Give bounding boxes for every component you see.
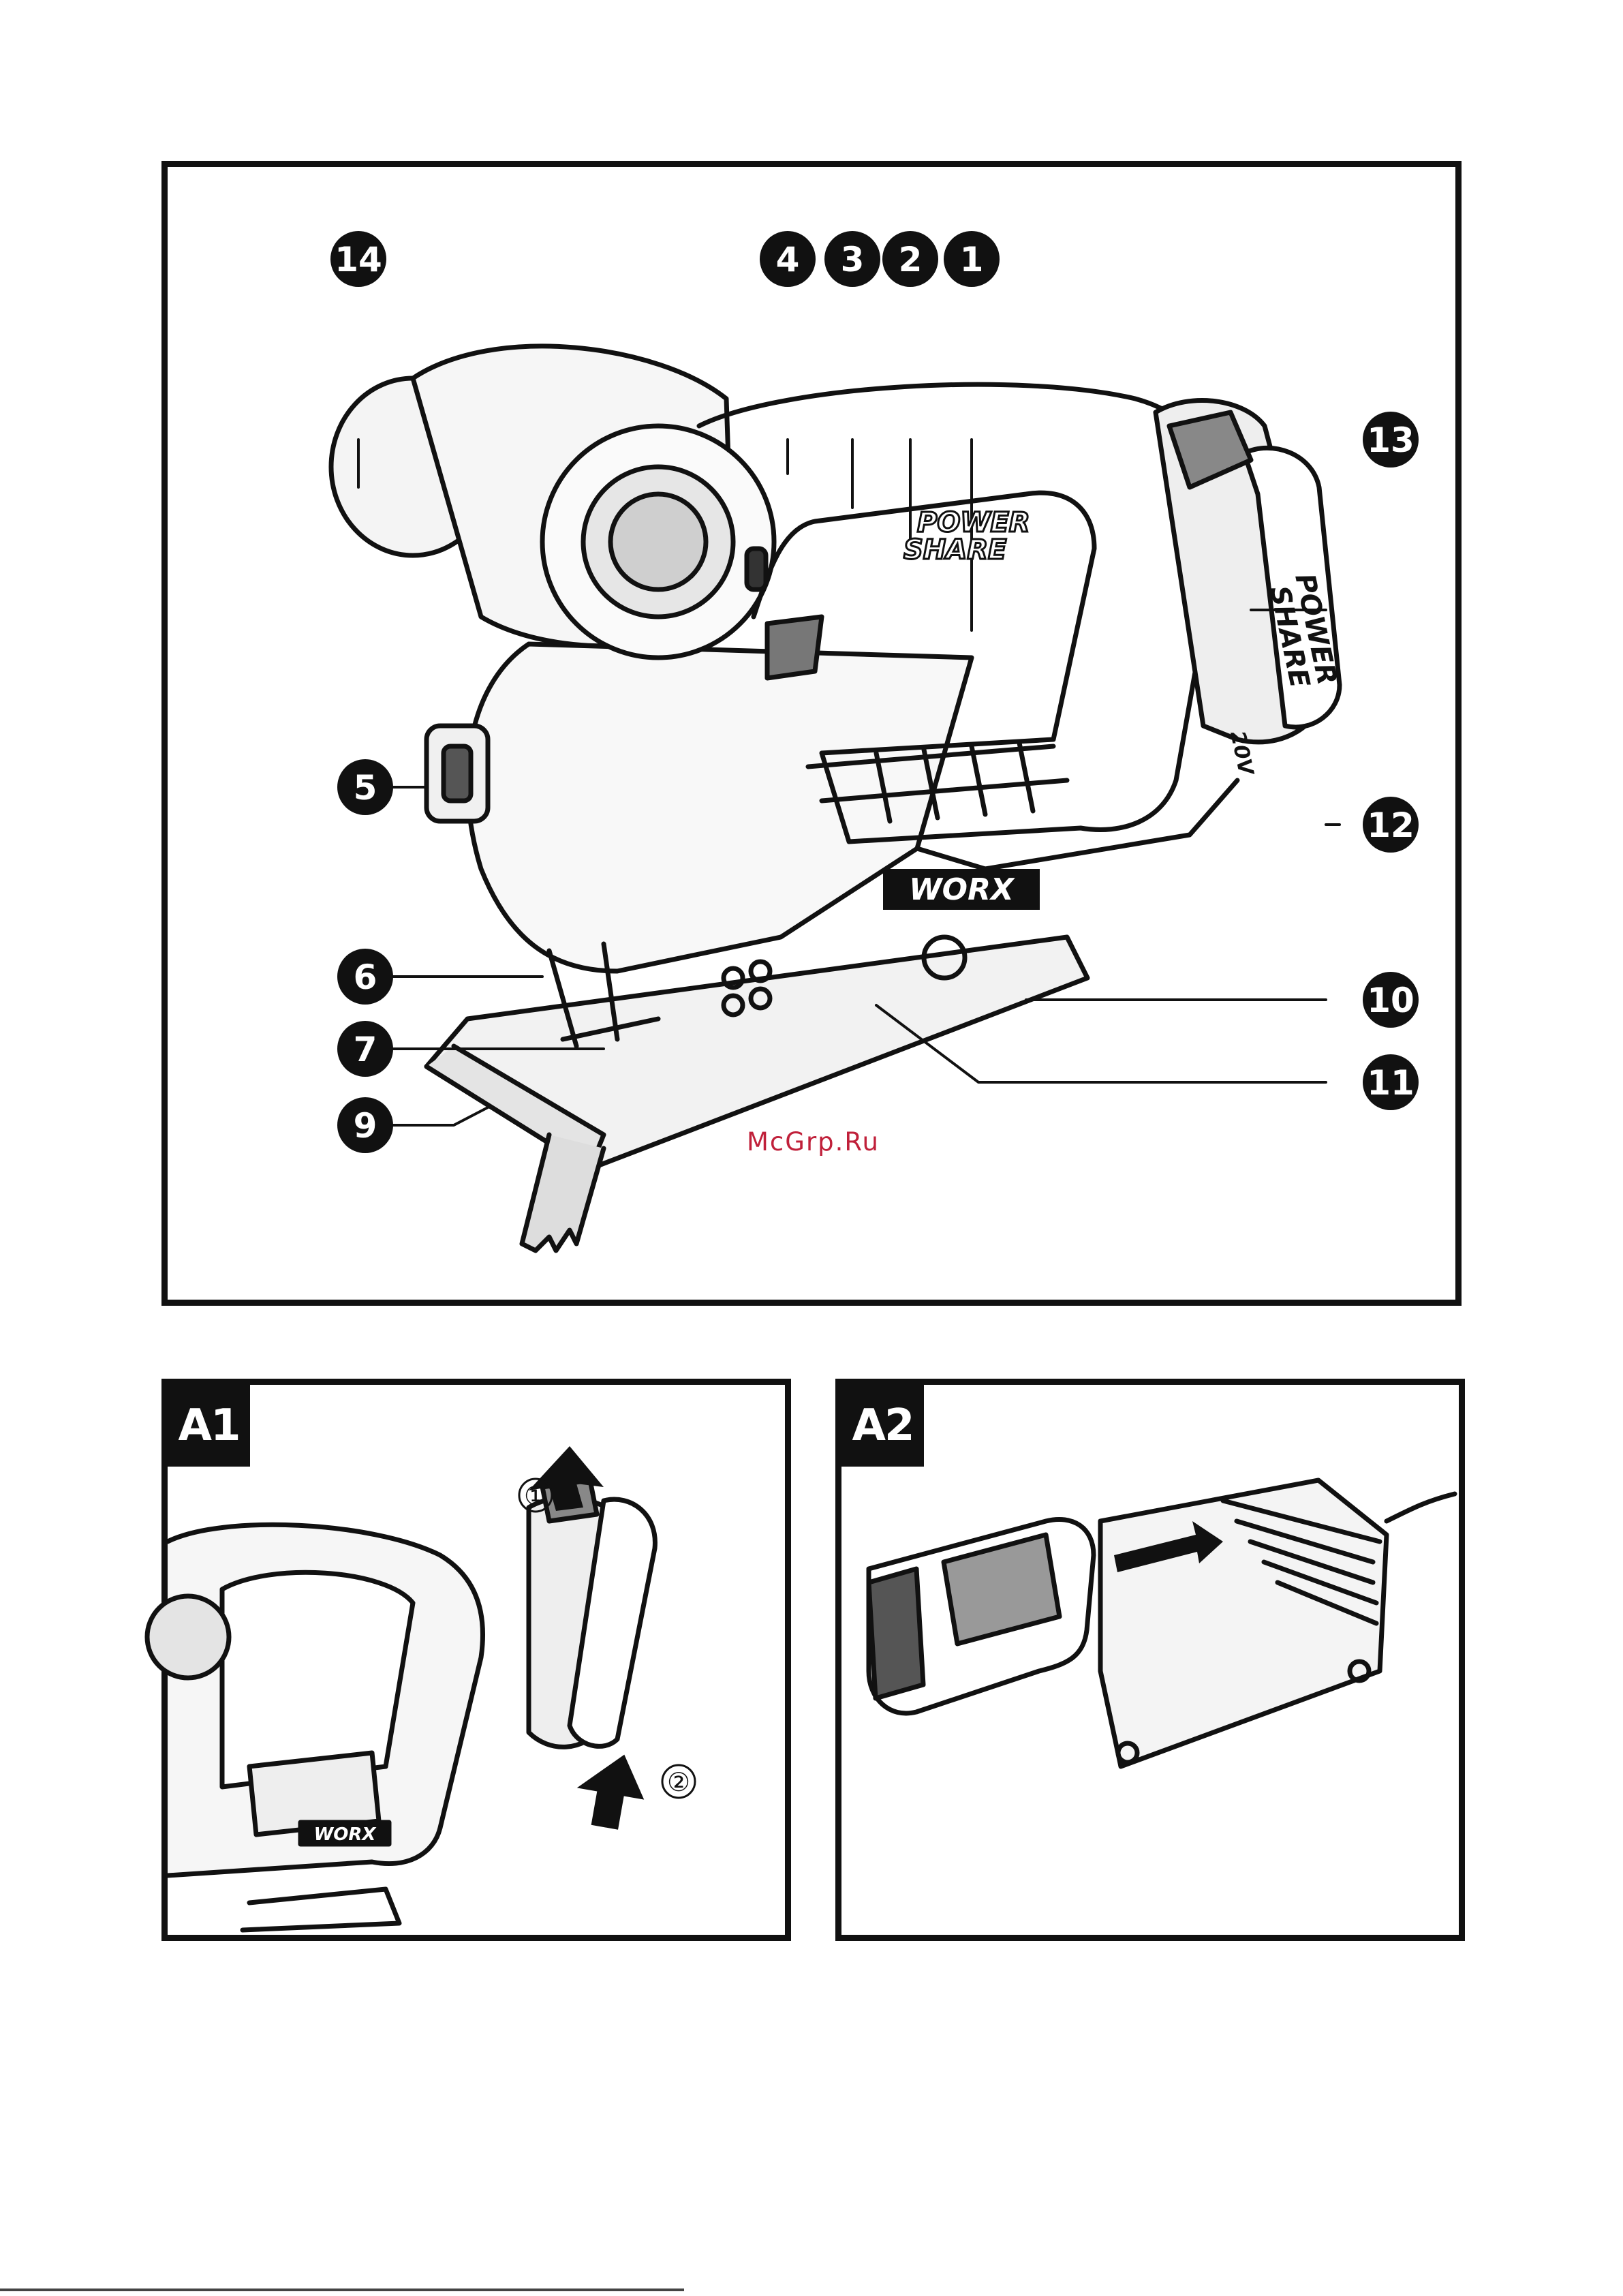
callout-11: 10 — [1363, 972, 1419, 1028]
svg-text:14: 14 — [335, 240, 382, 279]
callout-6: 5 — [337, 759, 393, 815]
saw-blade — [522, 1135, 604, 1251]
svg-text:13: 13 — [1367, 420, 1415, 460]
motor-housing — [467, 644, 972, 971]
callout-12: 11 — [1363, 1054, 1419, 1110]
callout-9: 7 — [337, 1021, 393, 1077]
watermark: McGrp.Ru — [747, 1127, 880, 1157]
svg-text:①: ① — [524, 1481, 547, 1511]
svg-text:7: 7 — [354, 1030, 377, 1069]
callout-10: 9 — [337, 1097, 393, 1153]
callout-1: 1 — [944, 231, 1000, 287]
svg-text:1: 1 — [960, 240, 984, 279]
svg-text:②: ② — [667, 1767, 690, 1797]
svg-text:10: 10 — [1367, 981, 1415, 1020]
svg-text:5: 5 — [354, 768, 377, 808]
svg-text:11: 11 — [1367, 1063, 1415, 1103]
svg-text:12: 12 — [1367, 806, 1415, 845]
figure-a2-panel: A2 — [835, 1379, 1465, 1941]
svg-text:SHARE: SHARE — [903, 534, 1006, 566]
callout-7: 6 — [337, 949, 393, 1005]
battery-removal-illustration: ① ② WORX — [168, 1385, 785, 1935]
battery-charging-illustration — [841, 1385, 1459, 1935]
svg-text:2: 2 — [899, 240, 923, 279]
svg-text:3: 3 — [841, 240, 865, 279]
callout-3: 3 — [824, 231, 880, 287]
callout-13: 12 — [1363, 797, 1419, 853]
callout-4: 4 — [760, 231, 816, 287]
svg-text:4: 4 — [776, 240, 800, 279]
svg-text:9: 9 — [354, 1106, 377, 1146]
callout-2: 2 — [882, 231, 938, 287]
callout-5: 14 — [330, 231, 386, 287]
bottom-rule — [0, 2289, 684, 2291]
svg-text:6: 6 — [354, 958, 377, 997]
figure-a1-panel: A1 ① ② WORX — [161, 1379, 791, 1941]
svg-text:WORX: WORX — [314, 1824, 377, 1845]
slide-arrow-icon — [571, 1747, 651, 1833]
trigger — [767, 617, 822, 678]
callout-14: 13 — [1363, 412, 1419, 468]
brand-logo: WORX — [909, 872, 1015, 907]
